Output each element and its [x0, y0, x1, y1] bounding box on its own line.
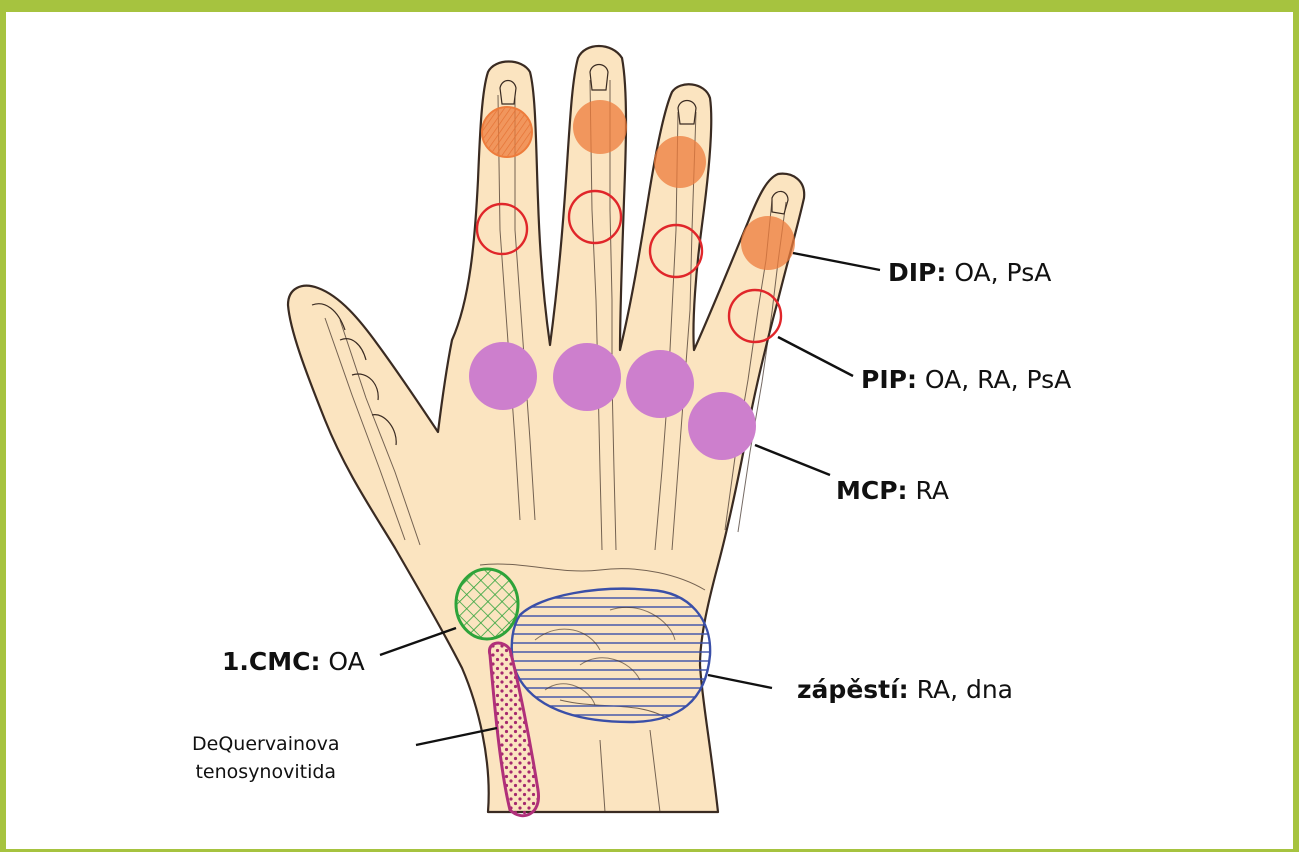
label-wrist: zápěstí: RA, dna — [797, 675, 1013, 704]
label-dip: DIP: OA, PsA — [888, 258, 1051, 287]
label-dip-text: OA, PsA — [946, 258, 1051, 287]
label-cmc-text: OA — [320, 647, 364, 676]
label-cmc-head: 1.CMC: — [222, 647, 320, 676]
label-mcp-text: RA — [908, 476, 949, 505]
label-pip: PIP: OA, RA, PsA — [861, 365, 1071, 394]
label-wrist-head: zápěstí: — [797, 675, 909, 704]
label-pip-head: PIP: — [861, 365, 917, 394]
wrist-marker — [512, 589, 710, 722]
label-dip-head: DIP: — [888, 258, 946, 287]
label-dequervain-line2: tenosynovitida — [192, 758, 340, 786]
label-wrist-text: RA, dna — [909, 675, 1013, 704]
label-dequervain: DeQuervainova tenosynovitida — [192, 730, 340, 786]
label-mcp-head: MCP: — [836, 476, 908, 505]
cmc-marker — [456, 569, 518, 639]
label-dequervain-line1: DeQuervainova — [192, 730, 340, 758]
label-mcp: MCP: RA — [836, 476, 949, 505]
label-pip-text: OA, RA, PsA — [917, 365, 1071, 394]
label-cmc: 1.CMC: OA — [222, 647, 365, 676]
